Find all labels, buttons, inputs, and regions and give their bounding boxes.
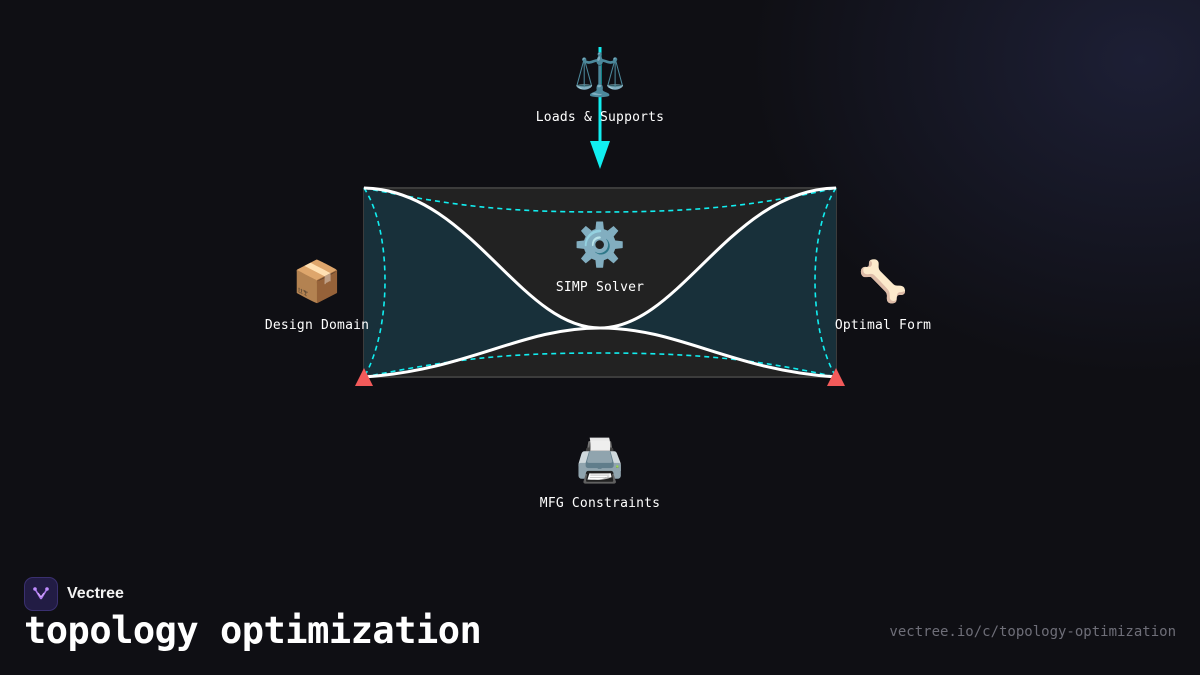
gear-icon: ⚙️ (573, 220, 627, 269)
design-domain-label: Design Domain (264, 318, 370, 333)
loads-supports-label: Loads & Supports (535, 110, 665, 125)
simp-solver-label: SIMP Solver (555, 280, 645, 295)
optimal-form-label: Optimal Form (834, 318, 932, 333)
constraint-envelope-bottom (363, 352, 837, 378)
printer-icon: 🖨️ (573, 436, 627, 485)
balance-scale-icon: ⚖️ (573, 50, 627, 99)
constraint-envelope-right (814, 187, 837, 378)
package-icon: 📦 (292, 259, 342, 305)
right-support-triangle (827, 368, 845, 386)
vectree-logo-icon (24, 577, 58, 611)
bone-icon: 🦴 (858, 259, 908, 305)
page-title: topology optimization (24, 609, 482, 652)
source-url: vectree.io/c/topology-optimization (889, 624, 1176, 640)
constraint-envelope-left (363, 187, 386, 378)
brand-name: Vectree (67, 585, 124, 602)
mfg-constraints-label: MFG Constraints (539, 496, 661, 511)
brand: Vectree (24, 577, 124, 611)
left-support-triangle (355, 368, 373, 386)
optimized-material-shape (364, 188, 836, 377)
optimized-outline-bottom (363, 326, 837, 379)
constraint-envelope-top (363, 187, 837, 213)
load-arrow-head (590, 141, 610, 169)
